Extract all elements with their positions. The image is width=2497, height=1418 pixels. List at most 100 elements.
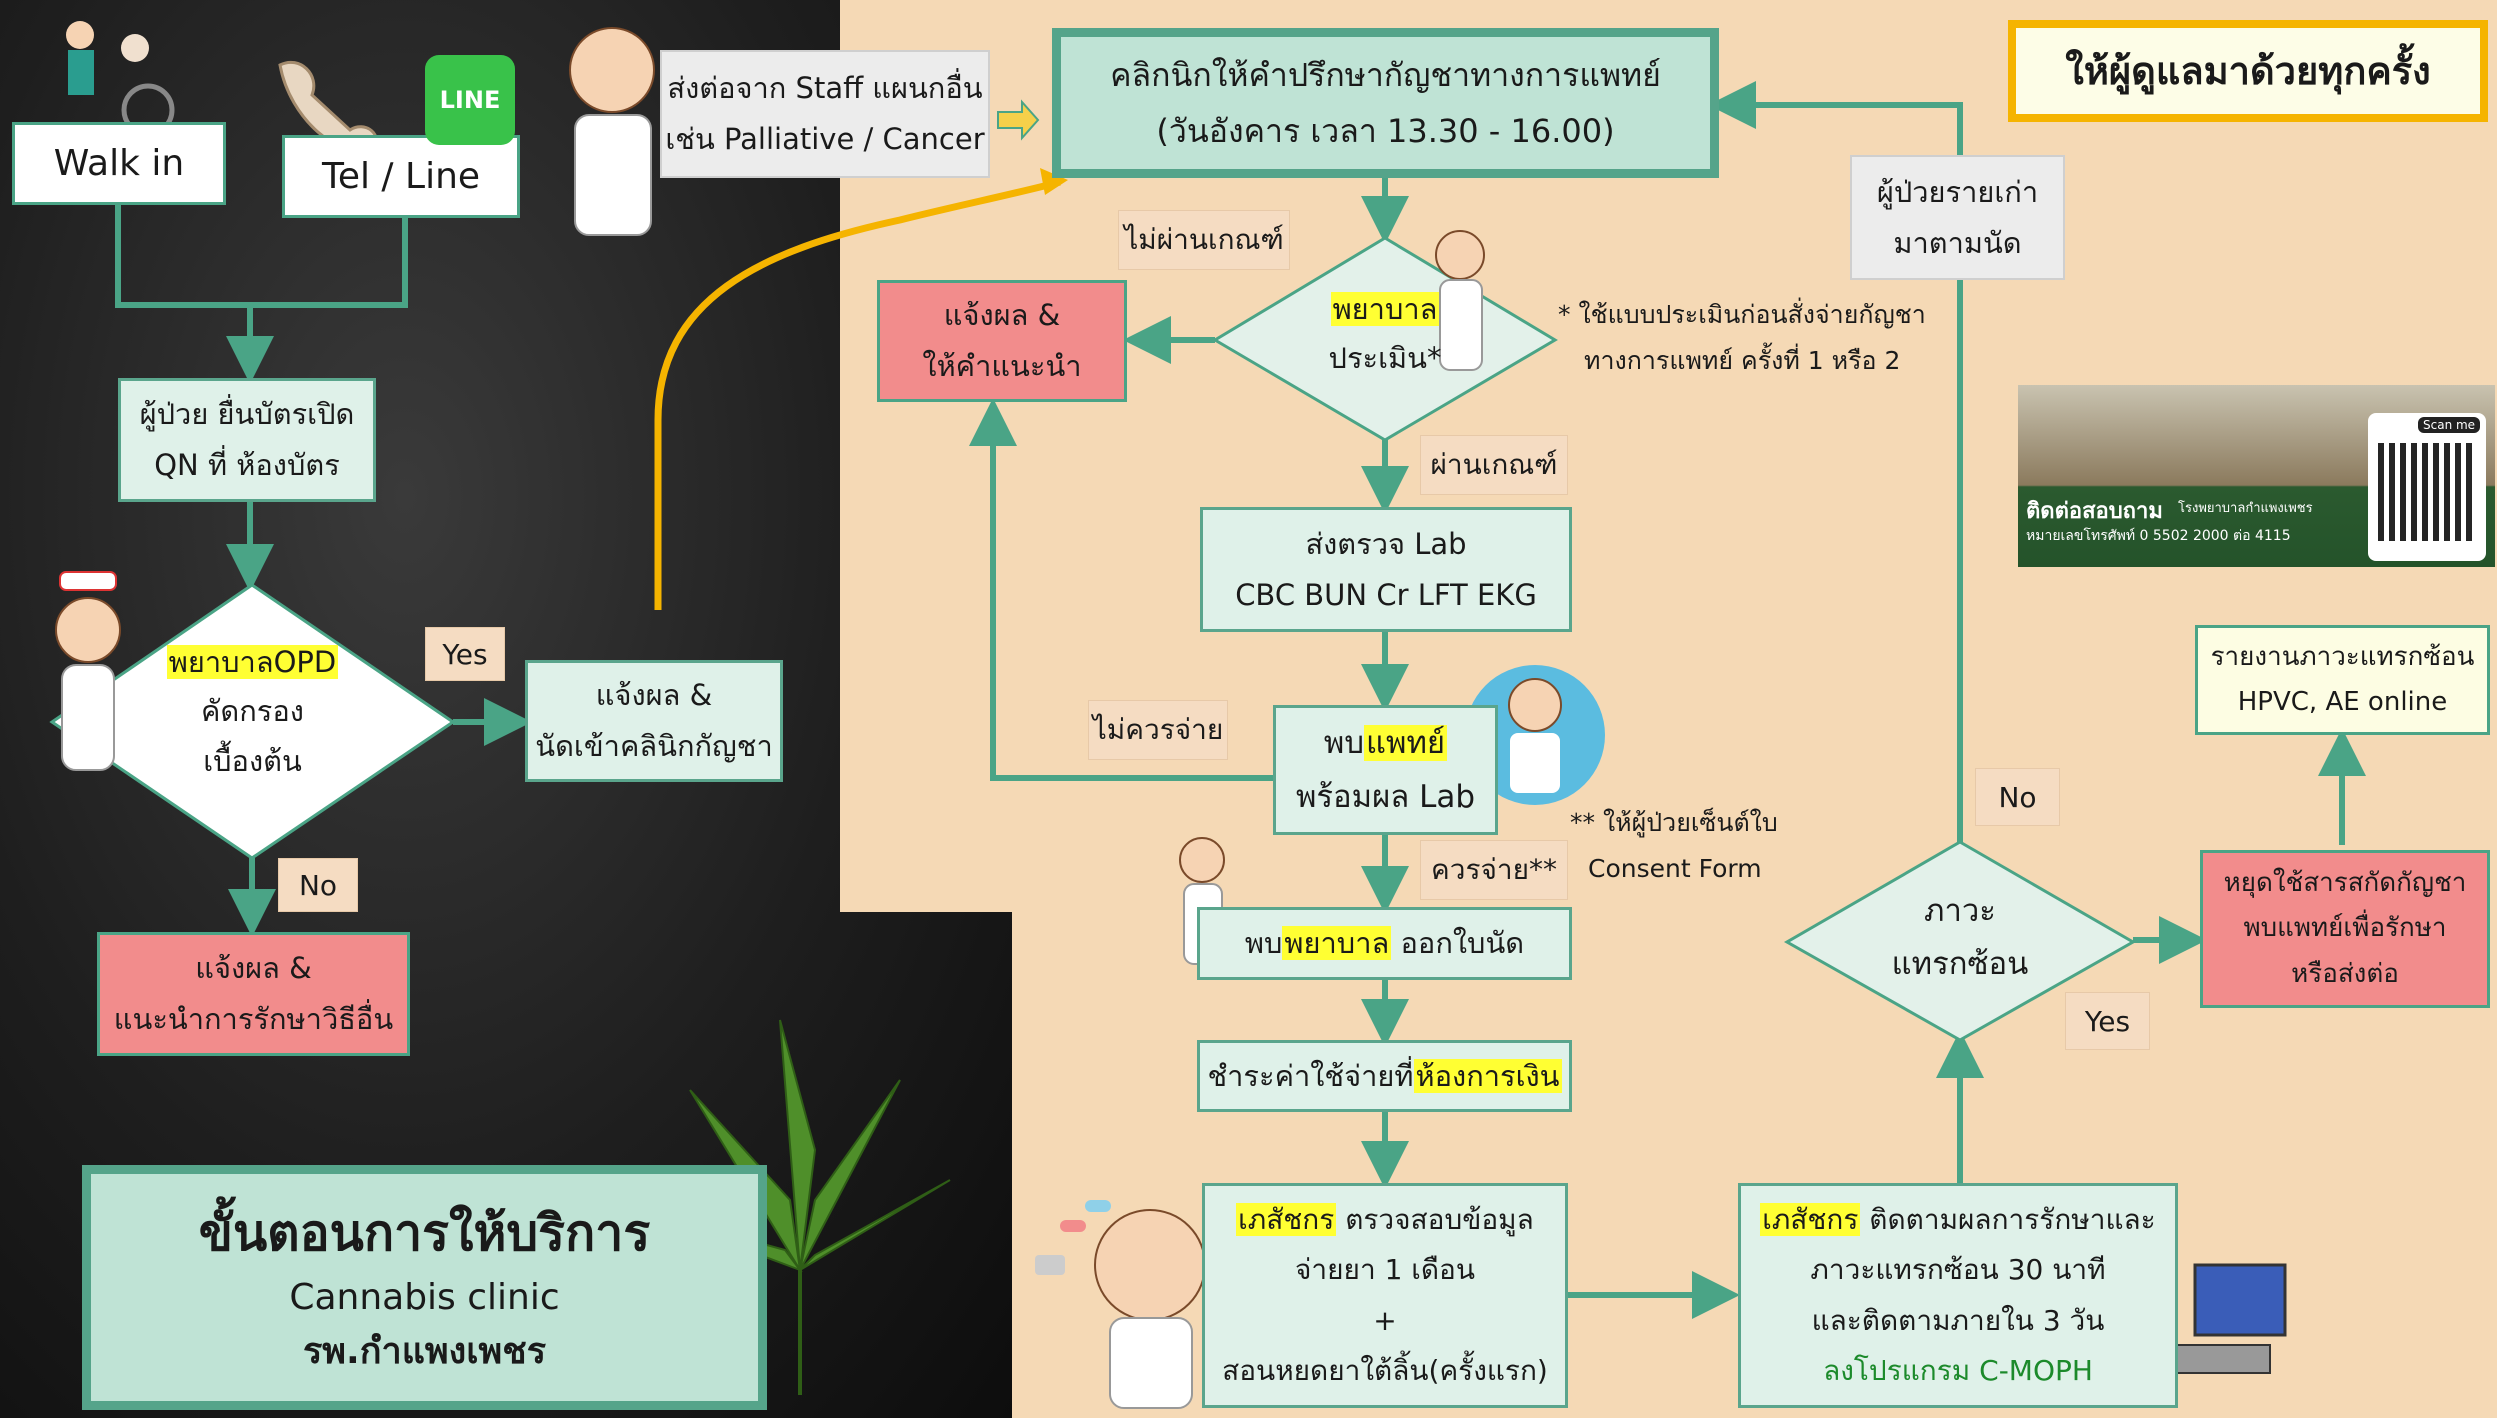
opd-no-label: No [278,858,358,912]
walk-in-label: Walk in [53,143,185,184]
nurse-appt-rest: ออกใบนัด [1391,926,1525,961]
lab-line-2: CBC BUN Cr LFT EKG [1235,577,1537,612]
scan-me-label: Scan me [2418,417,2481,433]
assess-note-line-2: ทางการแพทย์ ครั้งที่ 1 หรือ 2 [1584,346,1901,376]
doctor-not [969,398,1275,781]
referral-line-1: ส่งต่อจาก Staff แผนกอื่น [667,71,983,106]
old-patient-box: ผู้ป่วยรายเก่า มาตามนัด [1850,155,2065,280]
pharmacist2-line-3: และติดตามภายใน 3 วัน [1811,1303,2105,1337]
fail-label-text: ไม่ผ่านเกณฑ์ [1124,223,1284,256]
opd-line-2: คัดกรอง [201,694,304,729]
compl-diamond-text: ภาวะ แทรกซ้อน [1860,885,2060,990]
opd-diamond-shape [49,583,456,860]
pills-icon [1035,1200,1111,1275]
opd-yes-text: Yes [442,637,488,671]
assess-nurse-highlight: พยาบาล [1330,292,1440,326]
contact-title: ติดต่อสอบถาม [2026,499,2163,524]
referral-arrow [997,99,1040,141]
pharmacist1-line-3: + [1373,1303,1397,1337]
compl-no-text: No [1998,780,2037,814]
compl-line-2: แทรกซ้อน [1891,945,2029,982]
compl-yes-label: Yes [2065,992,2150,1050]
line-logo-label: LINE [439,86,501,114]
nurse-icon-opd [55,571,121,771]
banner-text: ให้ผู้ดูแลมาด้วยทุกครั้ง [2065,48,2431,93]
pass-label: ผ่านเกณฑ์ [1420,435,1568,495]
notify-alt-line-2: แนะนำการรักษาวิธีอื่น [113,1002,394,1036]
pharmacist2-line-1: ติดตามผลการรักษาและ [1860,1202,2156,1236]
wheelchair-icon [66,21,175,137]
report-box: รายงานภาวะแทรกซ้อน HPVC, AE online [2195,625,2490,735]
payment-box: ชำระค่าใช้จ่ายที่ห้องการเงิน [1197,1040,1572,1112]
contact-banner: ติดต่อสอบถาม โรงพยาบาลกำแพงเพชร หมายเลขโ… [2018,385,2495,567]
referral-line-2: เช่น Palliative / Cancer [665,122,985,156]
old-patient-line-2: มาตามนัด [1893,225,2022,260]
doctor-icon-referral [569,27,655,236]
pharmacist2-highlight: เภสัชกร [1760,1202,1861,1236]
oldpatient-up [1708,81,1963,155]
nurse-icon-assess [1435,230,1485,371]
advice-line-1: แจ้งผล & [943,298,1061,333]
tel-line-box: Tel / Line [282,135,520,218]
orange-arrow [654,178,1061,610]
nurse-appt-pre: พบ [1244,926,1283,961]
followup-box: เภสัชกร ติดตามผลการรักษาและ ภาวะแทรกซ้อน… [1738,1183,2178,1408]
notify-appt-line-1: แจ้งผล & [595,678,713,713]
doctor-note: ** ให้ผู้ป่วยเซ็นต์ใบ Consent Form [1570,800,1778,893]
tel-line-label: Tel / Line [321,156,481,197]
lab-box: ส่งตรวจ Lab CBC BUN Cr LFT EKG [1200,507,1572,632]
title-box: ขั้นตอนการให้บริการ Cannabis clinic รพ.ก… [82,1165,767,1410]
pharmacist2-line-2: ภาวะแทรกซ้อน 30 นาที [1810,1253,2106,1287]
title-text: ขั้นตอนการให้บริการ [198,1204,651,1262]
compl-no-label: No [1975,768,2060,826]
clinic-title: คลิกนิกให้คำปรึกษากัญชาทางการแพทย์ [1110,56,1661,94]
stop-line-3: หรือส่งต่อ [2291,958,2399,989]
doctor-rest: พร้อมผล Lab [1295,779,1476,815]
stop-box: หยุดใช้สารสกัดกัญชา พบแพทย์เพื่อรักษา หร… [2200,850,2490,1008]
line-logo-icon: LINE [425,55,515,145]
compl-yes-text: Yes [2084,1004,2131,1038]
fail-label: ไม่ผ่านเกณฑ์ [1118,210,1290,270]
register-line-2: QN ที่ ห้องบัตร [154,448,340,482]
walkin-to-merge [115,205,250,308]
opd-nurse-highlight: พยาบาลOPD [166,645,339,679]
pharmacist-box: เภสัชกร ตรวจสอบข้อมูล จ่ายยา 1 เดือน + ส… [1202,1183,1568,1408]
compl-line-1: ภาวะ [1924,893,1996,929]
assess-rest: ประเมิน* [1328,341,1442,376]
opd-line-3: เบื้องต้น [203,743,302,778]
report-line-2: HPVC, AE online [2237,687,2448,717]
pharmacist1-line-4: สอนหยดยาใต้ลิ้น(ครั้งแรก) [1222,1353,1548,1387]
doctor-highlight: แพทย์ [1364,724,1448,761]
compl-diamond-shape [1783,840,2137,1042]
hospital-text: รพ.กำแพงเพชร [302,1331,547,1372]
register-box: ผู้ป่วย ยื่นบัตรเปิด QN ที่ ห้องบัตร [118,378,376,502]
doctor-note-line-2: Consent Form [1588,854,1762,884]
lab-line-1: ส่งตรวจ Lab [1305,526,1467,561]
contact-phone: หมายเลขโทรศัพท์ 0 5502 2000 ต่อ 4115 [2026,528,2291,544]
not-dispense-text: ไม่ควรจ่าย [1092,713,1224,746]
assess-note: * ใช้แบบประเมินก่อนสั่งจ่ายกัญชา ทางการแ… [1558,292,1926,385]
advice-box: แจ้งผล & ให้คำแนะนำ [877,280,1127,402]
pharmacist1-line-1: ตรวจสอบข้อมูล [1336,1202,1534,1236]
pharmacist1-highlight: เภสัชกร [1236,1202,1337,1236]
doctor-box: พบแพทย์ พร้อมผล Lab [1273,705,1498,835]
referral-box: ส่งต่อจาก Staff แผนกอื่น เช่น Palliative… [660,50,990,178]
notify-alt-box: แจ้งผล & แนะนำการรักษาวิธีอื่น [97,932,410,1056]
opd-no-text: No [298,868,338,902]
pass-label-text: ผ่านเกณฑ์ [1430,448,1558,481]
qr-code-icon[interactable]: Scan me [2368,413,2486,561]
notify-alt-line-1: แจ้งผล & [195,951,312,986]
subtitle-text: Cannabis clinic [289,1277,560,1318]
tel-to-merge [250,218,408,308]
dispense-label: ควรจ่าย** [1420,840,1568,900]
assess-note-line-1: * ใช้แบบประเมินก่อนสั่งจ่ายกัญชา [1558,300,1926,329]
notify-appt-line-2: นัดเข้าคลินิกกัญชา [535,729,773,763]
stop-line-1: หยุดใช้สารสกัดกัญชา [2223,867,2467,898]
register-line-1: ผู้ป่วย ยื่นบัตรเปิด [139,397,355,432]
orange-arrow-head [1040,168,1068,195]
dispense-text: ควรจ่าย** [1430,853,1558,886]
opd-diamond-text: พยาบาลOPD คัดกรอง เบื้องต้น [150,638,355,786]
contact-hospital: โรงพยาบาลกำแพงเพชร [2178,501,2313,516]
old-patient-line-1: ผู้ป่วยรายเก่า [1876,174,2039,209]
